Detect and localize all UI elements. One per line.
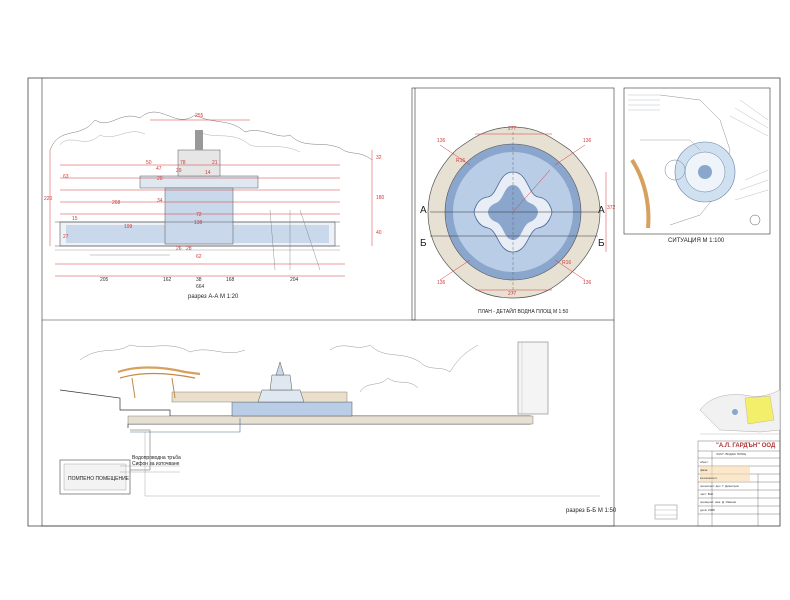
aa-dim-right-180: 180 <box>376 195 385 201</box>
aa-dim-bottom-a: 205 <box>100 277 109 283</box>
plan-marker-b-left: Б <box>420 238 427 249</box>
title-block-project: ЧАСТ: ВОДНА ПЛОЩ <box>716 452 746 456</box>
aa-dim-28: 28 <box>186 246 192 252</box>
pipe-label-2: Сифон за източване <box>132 461 180 467</box>
title-block-row-6: дата: 2008 <box>700 508 715 512</box>
title-block-row-1: фаза: <box>700 468 708 472</box>
section-aa-title: разрез А-А М 1:20 <box>188 294 239 300</box>
aa-dim-right-40: 40 <box>376 230 382 236</box>
plan-dim-top: 277 <box>508 126 517 132</box>
key-plan <box>699 389 781 435</box>
title-block <box>697 440 781 527</box>
pump-room-label: ПОМПЕНО ПОМЕЩЕНИЕ <box>68 476 130 482</box>
plan-dim-c1: R16 <box>456 158 466 164</box>
section-bb-title: разрез Б-Б М 1:50 <box>566 508 617 514</box>
plan-dim-r3: 136 <box>437 280 446 286</box>
title-block-row-2: възложител: <box>700 476 718 480</box>
aa-dim-bottom-b: 162 <box>163 277 172 283</box>
pipe-label-1: Водопроводна тръба <box>132 455 181 461</box>
aa-dim-left-15: 15 <box>72 216 78 222</box>
plan-marker-a-left: А <box>420 205 427 216</box>
aa-dim-47: 47 <box>156 166 162 172</box>
aa-dim-left-220: 220 <box>44 196 53 202</box>
aa-dim-138: 138 <box>194 220 203 226</box>
stamp-box <box>654 504 678 520</box>
plan-drawing <box>427 126 607 299</box>
plan-dim-r1: 136 <box>437 138 446 144</box>
aa-dim-top: 255 <box>195 113 204 119</box>
aa-dim-268: 268 <box>112 200 121 206</box>
section-bb-drawing <box>59 341 600 497</box>
aa-dim-62: 62 <box>196 254 202 260</box>
aa-dim-right-32: 32 <box>376 155 382 161</box>
aa-dim-bottom-c: 38 <box>196 277 202 283</box>
plan-marker-a-right: А <box>598 205 605 216</box>
title-block-row-0: обект: <box>700 460 709 464</box>
aa-dim-bottom-d: 168 <box>226 277 235 283</box>
plan-dim-right: 372 <box>607 205 616 211</box>
title-block-row-3: проектант: арх. Г. Димитров <box>700 484 739 488</box>
situation-title: СИТУАЦИЯ М 1:100 <box>668 238 725 244</box>
title-block-row-5: проверил: инж. Д. Иванов <box>700 500 736 504</box>
aa-dim-199: 199 <box>124 224 133 230</box>
section-aa-drawing <box>49 111 373 277</box>
aa-dim-21: 21 <box>212 160 218 166</box>
situation-drawing <box>625 89 769 233</box>
plan-dim-r2: 136 <box>583 138 592 144</box>
plan-dim-bottom: 277 <box>508 291 517 297</box>
plan-title: ПЛАН - ДЕТАЙЛ ВОДНА ПЛОЩ М 1:50 <box>478 309 569 315</box>
plan-marker-b-right: Б <box>598 238 605 249</box>
aa-dim-bottom-e: 204 <box>290 277 299 283</box>
plan-dim-r4: 136 <box>583 280 592 286</box>
aa-dim-34: 34 <box>157 198 163 204</box>
plan-dim-c2: R16 <box>562 260 572 266</box>
aa-dim-left-27: 27 <box>63 234 69 240</box>
aa-dim-29: 29 <box>176 168 182 174</box>
aa-dim-78: 78 <box>180 160 186 166</box>
aa-dim-14: 14 <box>205 170 211 176</box>
aa-dim-26: 26 <box>176 246 182 252</box>
title-block-company: "А.Л. ГАРДЪН" ООД <box>716 443 776 449</box>
aa-dim-50: 50 <box>146 160 152 166</box>
aa-dim-20: 20 <box>157 176 163 182</box>
title-block-row-4: част: ВиК <box>700 492 714 496</box>
aa-dim-bottom-total: 664 <box>196 284 205 290</box>
aa-dim-72: 72 <box>196 212 202 218</box>
aa-dim-left-63: 63 <box>63 174 69 180</box>
